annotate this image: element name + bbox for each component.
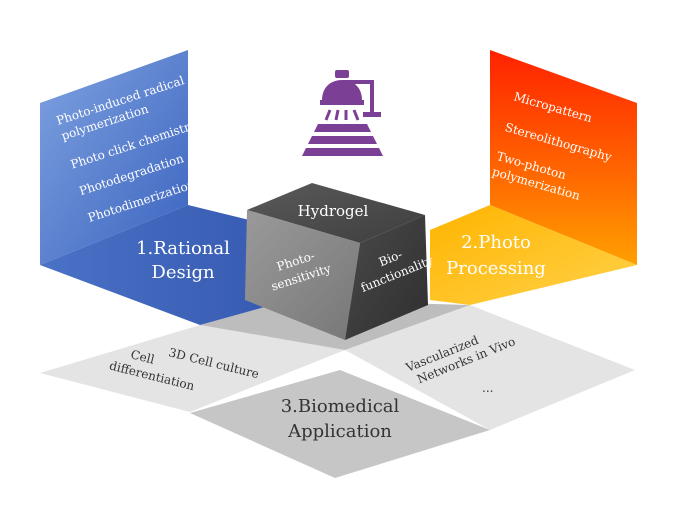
cube-right-face xyxy=(345,215,428,340)
biomedical-label-2: Application xyxy=(287,421,392,442)
biomedical-label-1: 3.Biomedical xyxy=(281,396,400,417)
biomedical-diamond xyxy=(190,370,490,478)
bio-left-item-2: Cell xyxy=(129,347,156,366)
rational-design-label-1: 1.Rational xyxy=(136,238,230,259)
cube-top-face xyxy=(247,183,425,243)
right-gray-floor xyxy=(345,305,635,430)
lamp-icon xyxy=(302,70,383,156)
cube-left-face xyxy=(245,210,360,340)
blue-wall xyxy=(40,50,188,265)
rational-design-label-2: Design xyxy=(151,262,215,283)
bio-right-item-3: ... xyxy=(482,381,493,395)
left-gray-floor xyxy=(40,325,345,412)
blue-floor xyxy=(40,205,290,325)
orange-wall xyxy=(490,50,637,265)
photo-processing-label-2: Processing xyxy=(446,258,546,279)
photo-processing-label-1: 2.Photo xyxy=(461,232,531,253)
orange-floor xyxy=(430,205,637,305)
cube-top-label: Hydrogel xyxy=(298,202,369,220)
